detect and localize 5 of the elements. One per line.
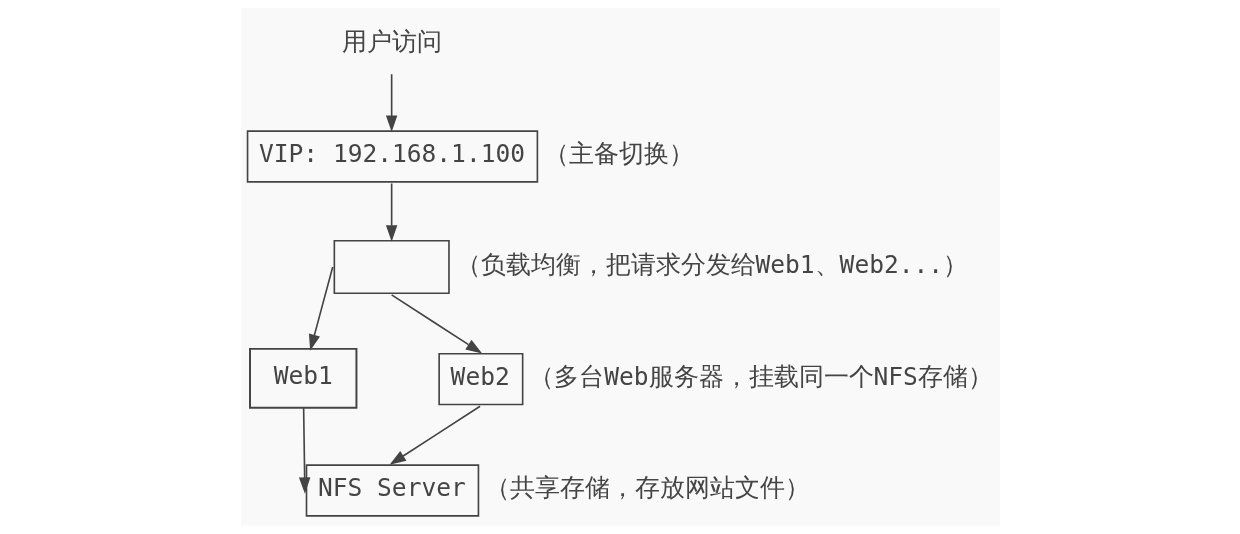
node-label: （负载均衡，把请求分发给Web1、Web2...） [455,249,968,279]
node-label: （共享存储，存放网站文件） [484,473,810,503]
node-label: （主备切换） [543,139,694,169]
node-text: 用户访问 [341,27,442,57]
node-label: （多台Web服务器，挂载同一个NFS存储） [528,361,993,391]
